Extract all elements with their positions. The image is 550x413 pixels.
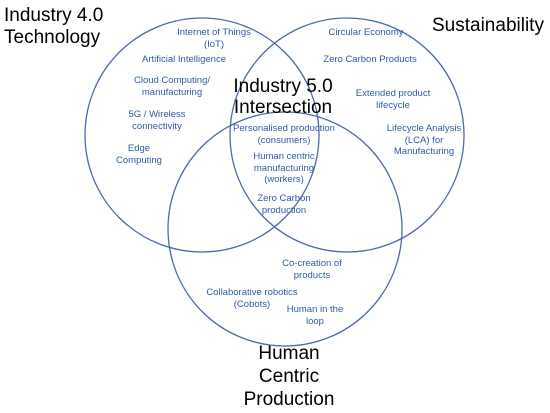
technology-item-cloud: Cloud Computing/ manufacturing xyxy=(133,75,211,98)
human-item-cobots: Collaborative robotics (Cobots) xyxy=(206,287,298,310)
technology-circle xyxy=(84,17,320,253)
human-centric-title-line1: Human xyxy=(258,343,320,364)
sustainability-title-line: Sustainability xyxy=(432,15,544,36)
human-centric-title: Human Centric Production xyxy=(234,342,344,411)
technology-title-line2: Technology xyxy=(4,27,101,48)
sustainability-item-extended-lifecycle: Extended product lifecycle xyxy=(355,88,431,111)
technology-item-5g: 5G / Wireless connectivity xyxy=(128,109,186,132)
technology-item-iot: Internet of Things (IoT) xyxy=(177,27,251,50)
sustainability-item-zero-carbon-products: Zero Carbon Products xyxy=(323,54,417,65)
technology-item-ai: Artificial Intelligence xyxy=(142,54,226,65)
sustainability-circle xyxy=(229,17,465,253)
intersection-title: Industry 5.0 Intersection xyxy=(228,76,338,118)
intersection-item-human-centric: Human centric manufacturing (workers) xyxy=(253,151,315,185)
intersection-item-zero-carbon-production: Zero Carbon production xyxy=(257,193,311,216)
sustainability-title: Sustainability xyxy=(432,15,544,37)
human-centric-circle xyxy=(167,111,403,347)
human-centric-title-line3: Production xyxy=(243,389,335,410)
technology-title-line1: Industry 4.0 xyxy=(4,5,104,26)
human-centric-title-line2: Centric xyxy=(258,366,320,387)
intersection-item-personalised: Personalised production (consumers) xyxy=(233,123,335,146)
technology-title: Industry 4.0 Technology xyxy=(4,5,103,49)
sustainability-item-circular: Circular Economy xyxy=(328,27,404,38)
human-item-human-in-loop: Human in the loop xyxy=(286,304,344,327)
intersection-title-line1: Industry 5.0 xyxy=(233,76,333,97)
intersection-title-line2: Intersection xyxy=(233,97,333,118)
technology-item-edge: Edge Computing xyxy=(116,143,162,166)
human-item-co-creation: Co-creation of products xyxy=(282,258,342,281)
sustainability-item-lca: Lifecycle Analysis (LCA) for Manufacturi… xyxy=(386,123,462,157)
